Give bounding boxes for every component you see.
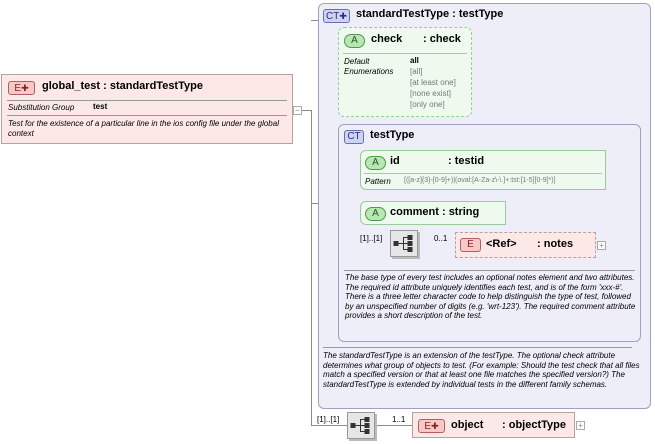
standard-test-type-box[interactable]: CT✚ standardTestType : testType A check …	[318, 3, 651, 409]
sequence-icon[interactable]	[390, 230, 418, 257]
divider	[364, 173, 602, 174]
divider	[343, 53, 467, 54]
element-badge-icon: E	[460, 238, 481, 252]
check-attr-name: check	[371, 33, 403, 45]
sequence-icon[interactable]	[347, 412, 375, 439]
notes-multiplicity: 0..1	[434, 234, 448, 243]
attribute-badge-icon: A	[365, 207, 386, 221]
test-type-box[interactable]: CT testType A id : testid Pattern [([a-z…	[338, 124, 641, 342]
global-test-description: Test for the existence of a particular l…	[8, 119, 279, 138]
object-element[interactable]: E✚ object : objectType	[412, 412, 575, 438]
standard-test-type-description: The standardTestType is an extension of …	[323, 351, 640, 389]
enumeration-item: [none exist]	[410, 89, 451, 98]
sequence-glyph	[393, 235, 413, 252]
enumerations-label: Enumerations	[344, 67, 394, 76]
complex-type-badge-icon: CT	[344, 130, 364, 144]
check-attribute[interactable]: A check : check Default Enumerations all…	[338, 27, 472, 117]
sequence-multiplicity: [1]..[1]	[360, 234, 383, 243]
enumeration-item: [only one]	[410, 100, 445, 109]
attribute-badge-icon: A	[365, 156, 386, 170]
substitution-group-value: test	[93, 102, 108, 111]
complex-type-badge-icon: CT✚	[323, 9, 350, 23]
global-test-title: global_test : standardTestType	[42, 80, 203, 92]
element-badge-icon: E✚	[8, 81, 35, 95]
test-type-description: The base type of every test includes an …	[345, 273, 636, 321]
pattern-value: [([a-z]{3}-[0-9]+)|(oval:[A-Za-z\-\.]+:t…	[404, 177, 556, 184]
enumeration-item: [at least one]	[410, 78, 456, 87]
default-value: all	[410, 56, 419, 65]
notes-ref: <Ref>	[486, 238, 517, 250]
pattern-label: Pattern	[365, 177, 391, 186]
divider	[323, 347, 632, 348]
object-type: : objectType	[502, 419, 566, 431]
outer-sequence-multiplicity: [1]..[1]	[317, 415, 340, 424]
object-multiplicity: 1..1	[392, 415, 406, 424]
notes-type: : notes	[537, 238, 574, 250]
divider	[344, 270, 635, 271]
enumeration-item: [all]	[410, 67, 423, 76]
id-attr-name: id	[390, 155, 400, 167]
global-test-element[interactable]: E✚ global_test : standardTestType Substi…	[1, 74, 293, 144]
sequence-glyph	[350, 417, 370, 434]
test-type-title: testType	[370, 129, 415, 141]
expand-plus-icon[interactable]: +	[576, 421, 585, 430]
standard-test-type-title: standardTestType : testType	[356, 8, 504, 20]
notes-element[interactable]: E <Ref> : notes	[455, 232, 596, 258]
comment-attr-label: comment : string	[390, 206, 480, 218]
object-name: object	[451, 419, 484, 431]
comment-attribute[interactable]: A comment : string	[360, 201, 506, 225]
expand-plus-icon[interactable]: +	[597, 241, 606, 250]
collapse-icon[interactable]: −	[293, 106, 302, 115]
divider	[7, 115, 287, 116]
substitution-group-label: Substitution Group	[8, 103, 75, 112]
divider	[7, 100, 287, 101]
attribute-badge-icon: A	[344, 34, 365, 48]
check-attr-type: : check	[423, 33, 461, 45]
id-attr-type: : testid	[448, 155, 485, 167]
element-badge-icon: E✚	[418, 419, 445, 433]
id-attribute[interactable]: A id : testid Pattern [([a-z]{3}-[0-9]+)…	[360, 150, 606, 190]
default-label: Default	[344, 57, 370, 66]
